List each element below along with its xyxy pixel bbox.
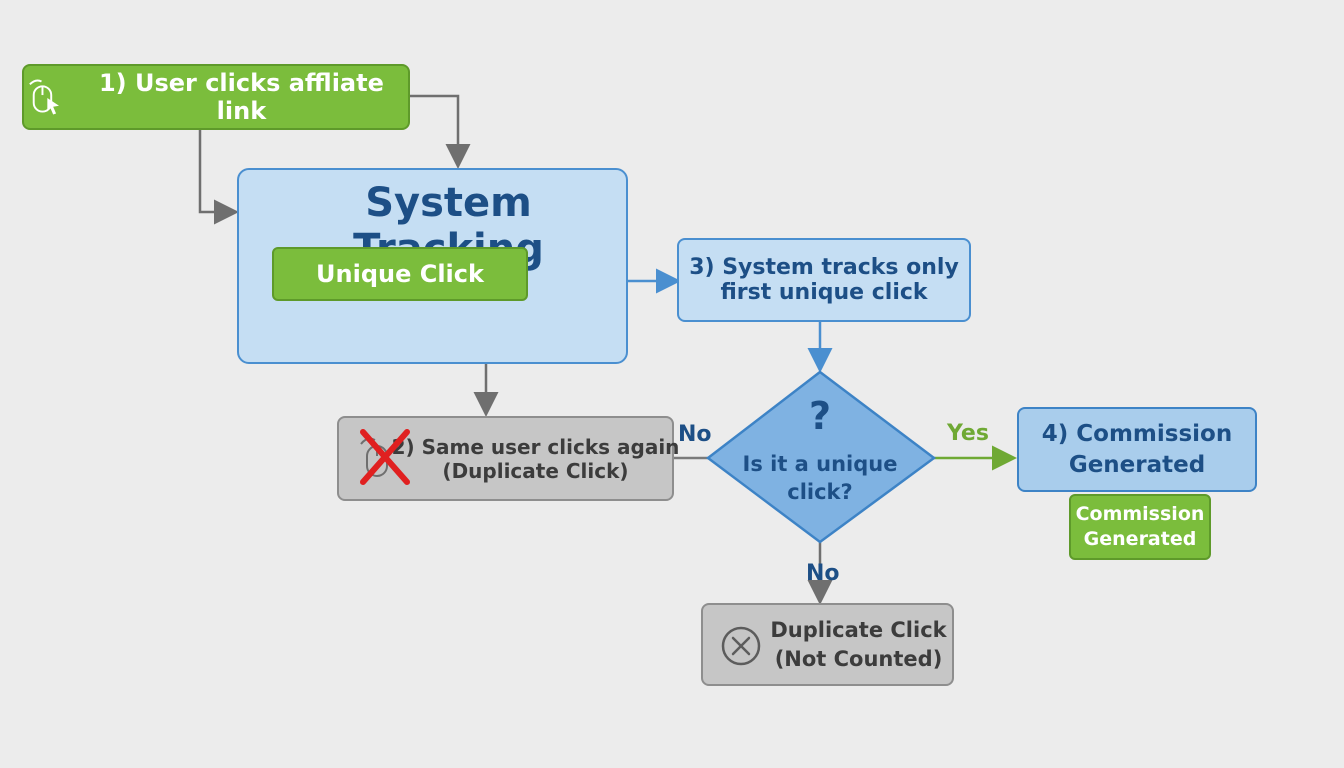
duplicate-line2: (Not Counted): [774, 646, 943, 671]
badge-line2: Generated: [1083, 528, 1197, 550]
decision-line2: click?: [787, 480, 853, 504]
step1-label: 1) User clicks affliate link: [98, 69, 384, 125]
decision-diamond: [705, 370, 937, 544]
step3-node: 3) System tracks only first unique click: [677, 238, 971, 322]
unique-click-chip: Unique Click: [272, 247, 528, 301]
unique-click-label: Unique Click: [316, 260, 484, 288]
step4-line1: 4) Commission: [1041, 420, 1233, 447]
edge-step1-to-tracking-top: [410, 94, 471, 169]
badge-line1: Commission: [1075, 503, 1205, 525]
step3-line2: first unique click: [720, 280, 928, 305]
duplicate-line1: Duplicate Click: [770, 617, 947, 642]
step2-node: 2) Same user clicks again (Duplicate Cli…: [337, 416, 679, 501]
duplicate-node: Duplicate Click (Not Counted): [701, 603, 954, 686]
step4-line2: Generated: [1068, 451, 1206, 478]
mouse-crossed-icon: [360, 429, 410, 485]
mouse-click-icon: [29, 79, 59, 115]
step4-node: 4) Commission Generated: [1017, 407, 1257, 492]
step2-line1: 2) Same user clicks again: [391, 434, 680, 459]
decision-text: Is it a unique click?: [730, 450, 910, 506]
edge-label-yes: Yes: [947, 421, 989, 446]
decision-question-mark: ?: [808, 394, 832, 438]
edge-step1-to-tracking-left: [198, 130, 239, 225]
edge-label-no-left: No: [678, 422, 712, 447]
commission-badge: Commission Generated: [1069, 494, 1211, 560]
step3-line1: 3) System tracks only: [689, 255, 959, 280]
circle-x-icon: [721, 626, 761, 666]
step1-node: 1) User clicks affliate link: [22, 64, 410, 130]
step2-line2: (Duplicate Click): [442, 458, 629, 483]
decision-line1: Is it a unique: [742, 452, 898, 476]
edge-label-no-down: No: [806, 561, 840, 586]
system-tracking-node: System Tracking Unique Click: [237, 168, 628, 364]
